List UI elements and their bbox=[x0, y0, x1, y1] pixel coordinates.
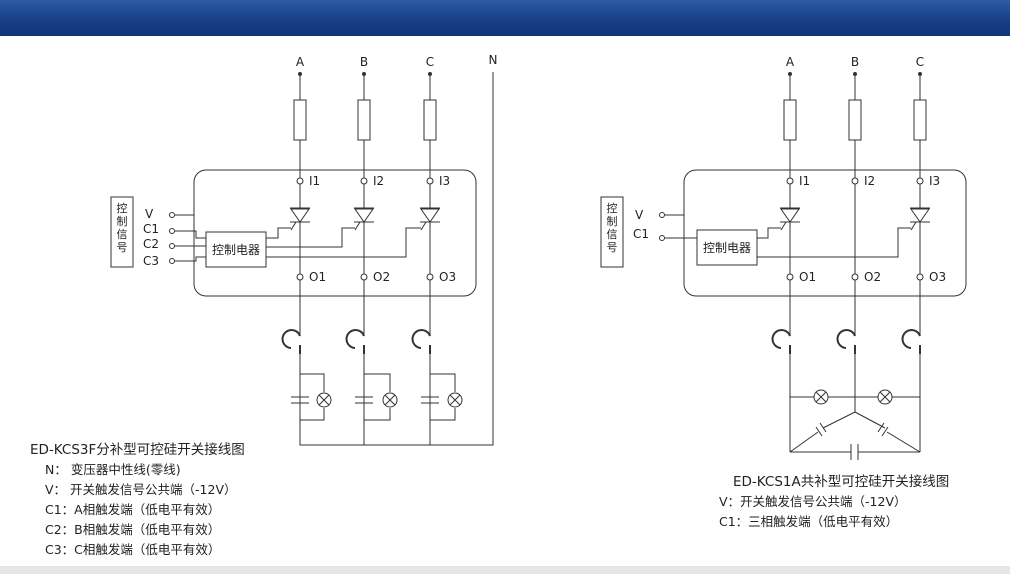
signal-label-c3: C3 bbox=[143, 254, 159, 268]
fuse-b bbox=[848, 99, 862, 141]
output-label-o3: O3 bbox=[929, 270, 946, 284]
legend-left-line: C2：B相触发端（低电平有效） bbox=[45, 522, 221, 537]
input-label-i3: I3 bbox=[439, 174, 450, 188]
footer-bar bbox=[0, 566, 1010, 574]
signal-box bbox=[110, 196, 134, 268]
output-label-o2: O2 bbox=[864, 270, 881, 284]
controller-box bbox=[205, 231, 267, 268]
legend-left-line: C1：A相触发端（低电平有效） bbox=[45, 502, 221, 517]
signal-box-text: 控制信号 bbox=[607, 201, 618, 254]
right-diagram: A B C I1 I2 I3 bbox=[600, 55, 967, 460]
controller-box bbox=[696, 229, 758, 266]
reactor-a bbox=[771, 329, 791, 354]
input-terminals bbox=[296, 177, 434, 185]
legend-right-title: ED-KCS1A共补型可控硅开关接线图 bbox=[733, 474, 950, 490]
legend-left-line: C3：C相触发端（低电平有效） bbox=[45, 542, 221, 557]
controller-label: 控制电器 bbox=[212, 243, 260, 257]
fuse-a bbox=[783, 99, 797, 141]
signal-box bbox=[600, 196, 624, 268]
signal-label-c1: C1 bbox=[143, 222, 159, 236]
input-label-i3: I3 bbox=[929, 174, 940, 188]
legend-right-line: C1：三相触发端（低电平有效） bbox=[719, 514, 899, 529]
phase-label-a: A bbox=[786, 55, 795, 69]
neutral-wire bbox=[299, 72, 494, 446]
left-diagram: A B C N I1 I2 I3 bbox=[110, 53, 498, 446]
input-label-i1: I1 bbox=[799, 174, 810, 188]
gate-wires bbox=[757, 227, 911, 258]
capacitor-lamp-b bbox=[355, 373, 398, 421]
phase-wires bbox=[788, 72, 922, 178]
reactor-c bbox=[411, 329, 431, 354]
legend-left-line: N： 变压器中性线(零线) bbox=[45, 462, 181, 477]
thyristor-c bbox=[910, 207, 930, 231]
fuse-b bbox=[357, 99, 371, 141]
input-label-i2: I2 bbox=[373, 174, 384, 188]
output-label-o1: O1 bbox=[309, 270, 326, 284]
phase-wires bbox=[298, 72, 432, 178]
thyristor-a bbox=[780, 207, 800, 231]
reactor-b bbox=[345, 329, 365, 354]
gate-wires bbox=[266, 227, 421, 258]
signal-label-c1: C1 bbox=[633, 227, 649, 241]
output-label-o1: O1 bbox=[799, 270, 816, 284]
legend-right: ED-KCS1A共补型可控硅开关接线图 V：开关触发信号公共端（-12V） C1… bbox=[719, 472, 950, 532]
phase-label-b: B bbox=[360, 55, 368, 69]
legend-left-line: V： 开关触发信号公共端（-12V） bbox=[45, 482, 237, 497]
header-bar bbox=[0, 0, 1010, 36]
thyristor-a bbox=[290, 207, 310, 231]
phase-label-b: B bbox=[851, 55, 859, 69]
fuse-c bbox=[423, 99, 437, 141]
thyristor-b bbox=[354, 207, 374, 231]
phase-label-c: C bbox=[916, 55, 924, 69]
output-terminals bbox=[296, 273, 434, 281]
capacitor-lamp-a bbox=[291, 373, 332, 421]
legend-left-title: ED-KCS3F分补型可控硅开关接线图 bbox=[30, 442, 245, 458]
thyristor-c bbox=[420, 207, 440, 231]
signal-label-v: V bbox=[635, 208, 644, 222]
reactor-a bbox=[281, 329, 301, 354]
signal-box-text: 控制信号 bbox=[117, 201, 128, 254]
delta-capacitor-network bbox=[789, 354, 921, 460]
switch-module-box bbox=[193, 169, 477, 297]
output-label-o2: O2 bbox=[373, 270, 390, 284]
capacitor-lamp-c bbox=[421, 373, 463, 421]
phase-label-c: C bbox=[426, 55, 434, 69]
output-label-o3: O3 bbox=[439, 270, 456, 284]
phase-label-a: A bbox=[296, 55, 305, 69]
neutral-label: N bbox=[489, 53, 498, 67]
switch-module-box bbox=[683, 169, 967, 297]
signal-label-v: V bbox=[145, 207, 154, 221]
fuse-a bbox=[293, 99, 307, 141]
fuse-c bbox=[913, 99, 927, 141]
reactor-c bbox=[901, 329, 921, 354]
input-label-i1: I1 bbox=[309, 174, 320, 188]
legend-left: ED-KCS3F分补型可控硅开关接线图 N： 变压器中性线(零线) V： 开关触… bbox=[30, 440, 245, 560]
signal-label-c2: C2 bbox=[143, 237, 159, 251]
controller-label: 控制电器 bbox=[703, 241, 751, 255]
reactor-b bbox=[836, 329, 856, 354]
signal-terminals bbox=[169, 212, 206, 264]
legend-right-line: V：开关触发信号公共端（-12V） bbox=[719, 494, 907, 509]
signal-terminals bbox=[659, 212, 697, 241]
input-label-i2: I2 bbox=[864, 174, 875, 188]
